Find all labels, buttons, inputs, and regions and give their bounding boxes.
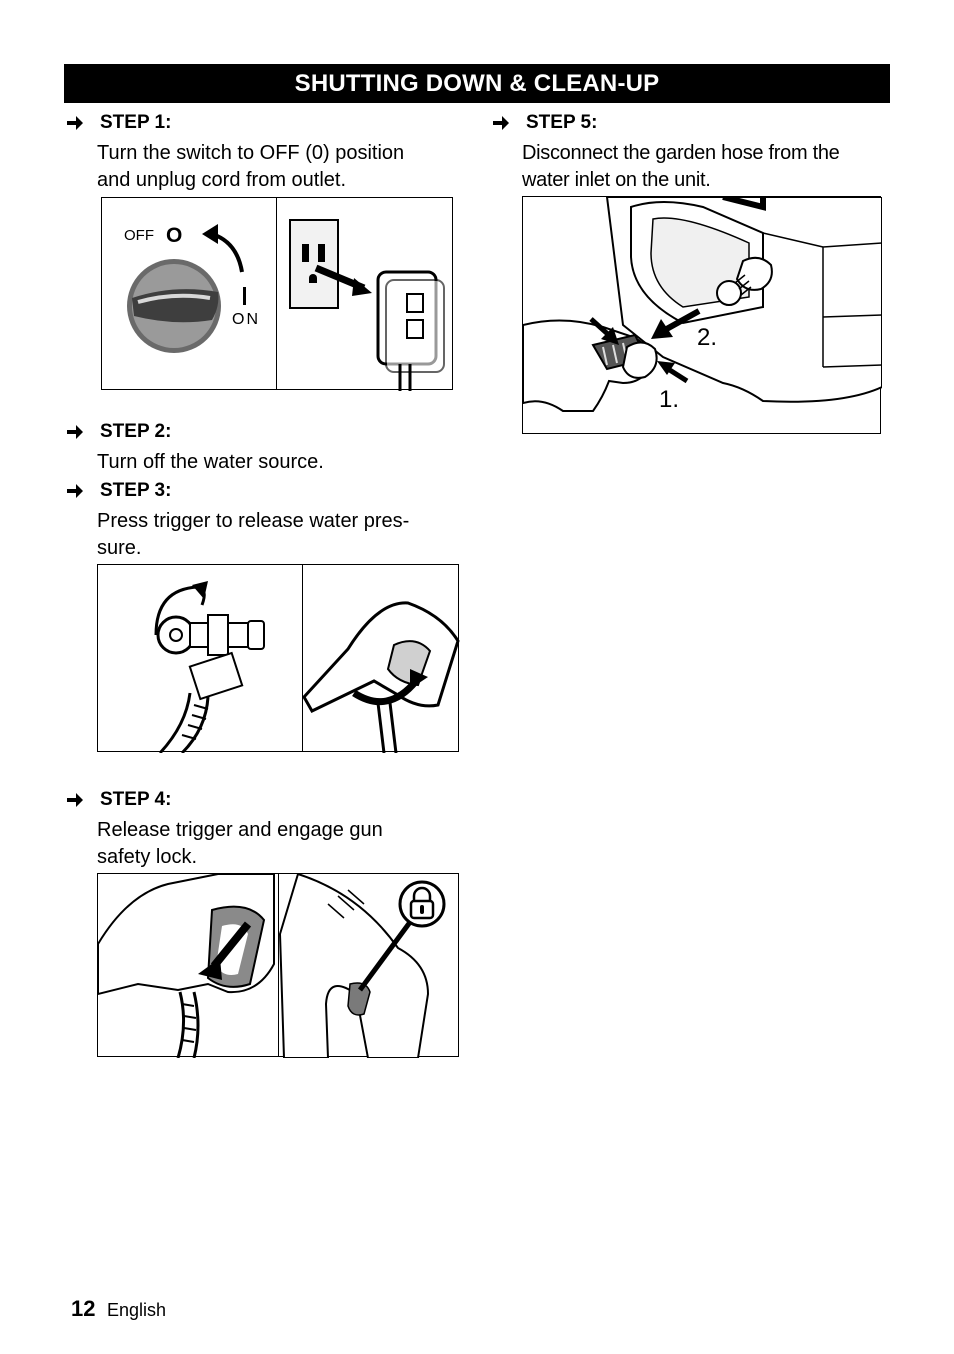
padlock-icon (409, 886, 435, 920)
right-arrow-icon (67, 484, 83, 498)
switch-knob-icon (127, 259, 221, 353)
spray-gun-trigger-icon (302, 601, 460, 753)
step-1-line-2: and unplug cord from outlet. (97, 169, 347, 191)
gun-release-trigger-icon (98, 874, 275, 1058)
right-arrow-icon (67, 793, 83, 807)
step-2-text: Turn off the water source. (97, 449, 324, 476)
valve-trigger-illustration (154, 581, 460, 753)
figure-release-and-lock (97, 873, 459, 1058)
step-3-line-1: Press trigger to release water pres- (97, 510, 410, 532)
water-valve-icon (154, 581, 265, 753)
disconnect-hose-illustration: 2. 1. (523, 197, 882, 413)
gun-safety-lock-icon (278, 874, 446, 1058)
right-arrow-icon (67, 116, 83, 130)
step-5-heading: STEP 5: (493, 111, 597, 135)
step-3-text: Press trigger to release water pres- sur… (97, 508, 409, 562)
callout-1-label: 1. (659, 386, 679, 413)
right-arrow-icon (67, 425, 83, 439)
wall-outlet-icon (289, 219, 339, 309)
step-4-line-1: Release trigger and engage gun (97, 819, 383, 841)
step-2-heading: STEP 2: (67, 420, 171, 444)
step-1-label: STEP 1: (100, 112, 172, 133)
step-1-line-1: Turn the switch to OFF (0) position (97, 142, 405, 164)
page-number: 12 (71, 1296, 96, 1321)
step-4-label: STEP 4: (100, 789, 172, 810)
step-3-label: STEP 3: (100, 480, 172, 501)
right-arrow-icon (493, 116, 509, 130)
step-1-heading: STEP 1: (67, 111, 171, 135)
step-3-heading: STEP 3: (67, 479, 171, 503)
step-1-text: Turn the switch to OFF (0) position and … (97, 140, 404, 194)
figure-valve-and-trigger (97, 564, 460, 753)
switch-off-symbol: O (166, 224, 182, 247)
step-5-line-1: Disconnect the garden hose from the (522, 142, 840, 164)
step-5-line-2: water inlet on the unit. (522, 169, 711, 191)
step-2-label: STEP 2: (100, 421, 172, 442)
step-4-text: Release trigger and engage gun safety lo… (97, 817, 383, 871)
hand-with-connector-icon (523, 319, 658, 412)
step-3-line-2: sure. (97, 537, 142, 559)
callout-2-label: 2. (697, 324, 717, 351)
step-4-heading: STEP 4: (67, 788, 171, 812)
figure-disconnect-hose: 2. 1. (522, 196, 882, 434)
section-title-banner: SHUTTING DOWN & CLEAN-UP (64, 64, 890, 103)
figure-switch-and-plug: OFF O ON (101, 197, 453, 391)
step-5-text: Disconnect the garden hose from the wate… (522, 140, 840, 194)
section-title: SHUTTING DOWN & CLEAN-UP (294, 69, 660, 97)
switch-off-label: OFF (124, 227, 154, 244)
step-5-label: STEP 5: (526, 112, 598, 133)
release-lock-illustration (98, 874, 446, 1058)
step-4-line-2: safety lock. (97, 846, 198, 868)
plug-adapter-icon (376, 270, 445, 391)
pressure-washer-unit-icon (605, 197, 882, 403)
footer-language: English (107, 1300, 167, 1320)
switch-plug-illustration: OFF O ON (124, 219, 445, 391)
step-2-line-1: Turn off the water source. (97, 451, 324, 473)
switch-on-label: ON (232, 311, 260, 328)
